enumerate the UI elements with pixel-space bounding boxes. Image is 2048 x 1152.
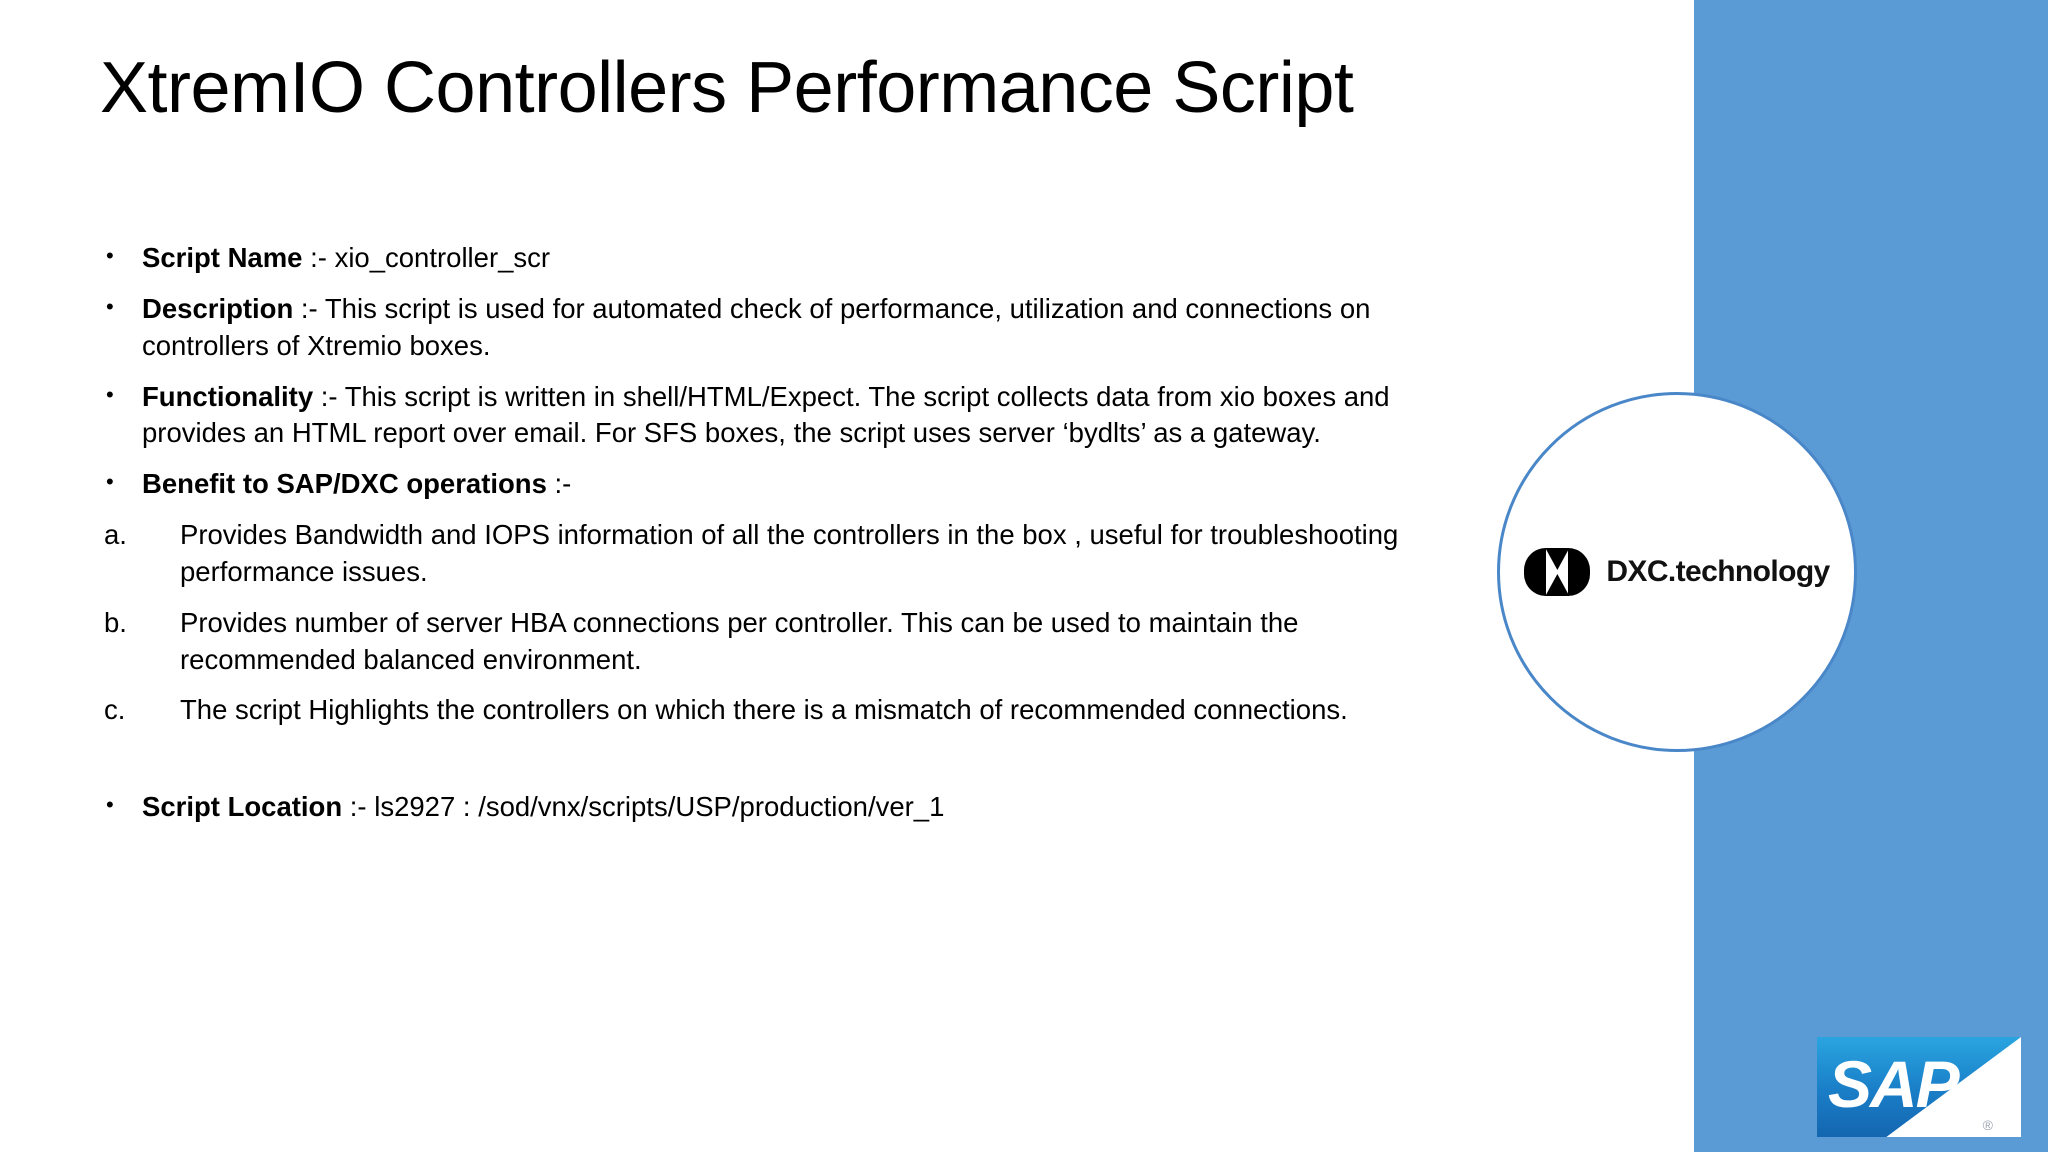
- slide-body: • Script Name :- xio_controller_scr • De…: [96, 240, 1456, 840]
- list-item-text: :- ls2927 : /sod/vnx/scripts/USP/product…: [342, 791, 945, 823]
- list-item-text: The script Highlights the controllers on…: [180, 694, 1348, 726]
- registered-trademark-icon: ®: [1982, 1117, 1993, 1133]
- dxc-mark-icon: [1524, 548, 1591, 596]
- dxc-mark-bottom-shape: [1545, 574, 1570, 596]
- sap-wordmark: SAP: [1828, 1047, 1960, 1121]
- dxc-mark-top-shape: [1545, 548, 1570, 570]
- list-item: • Script Name :- xio_controller_scr: [96, 240, 1456, 277]
- list-spacer: [96, 743, 1456, 789]
- bullet-marker-icon: •: [106, 243, 114, 268]
- list-item-text: :- This script is written in shell/HTML/…: [142, 380, 1390, 449]
- list-item-text: Provides Bandwidth and IOPS information …: [180, 519, 1399, 587]
- list-item-marker: b.: [104, 606, 127, 638]
- list-item-label: Benefit to SAP/DXC operations: [142, 468, 547, 500]
- dxc-mark-right-shape: [1568, 548, 1591, 596]
- list-item: b. Provides number of server HBA connect…: [96, 605, 1456, 679]
- sap-logo: SAP ®: [1817, 1037, 2021, 1137]
- list-item-text: :- This script is used for automated che…: [142, 292, 1371, 361]
- list-item-label: Script Name: [142, 242, 303, 273]
- list-item: c. The script Highlights the controllers…: [96, 692, 1456, 729]
- dxc-wordmark: DXC.technology: [1606, 555, 1830, 588]
- list-item-label: Description: [142, 292, 294, 324]
- bullet-marker-icon: •: [106, 381, 114, 407]
- list-item-label: Script Location: [142, 791, 343, 823]
- list-item-marker: a.: [104, 519, 127, 551]
- list-item: • Description :- This script is used for…: [96, 291, 1456, 365]
- list-item-text: :- xio_controller_scr: [302, 242, 551, 273]
- dxc-lockup: DXC.technology: [1524, 548, 1830, 596]
- list-item-text: Provides number of server HBA connection…: [180, 606, 1299, 675]
- bullet-marker-icon: •: [106, 469, 114, 495]
- dxc-mark-left-shape: [1524, 548, 1547, 596]
- list-item: a. Provides Bandwidth and IOPS informati…: [96, 517, 1456, 591]
- bullet-marker-icon: •: [106, 293, 114, 319]
- list-item-text: :-: [546, 468, 572, 500]
- list-item-label: Functionality: [142, 380, 314, 412]
- list-item: • Benefit to SAP/DXC operations :-: [96, 466, 1456, 503]
- dxc-logo-badge: DXC.technology: [1497, 392, 1857, 752]
- list-item: • Script Location :- ls2927 : /sod/vnx/s…: [96, 789, 1456, 826]
- list-item-marker: c.: [104, 694, 126, 726]
- bullet-marker-icon: •: [106, 792, 114, 818]
- list-item: • Functionality :- This script is writte…: [96, 379, 1456, 453]
- page-title: XtremIO Controllers Performance Script: [100, 48, 1354, 128]
